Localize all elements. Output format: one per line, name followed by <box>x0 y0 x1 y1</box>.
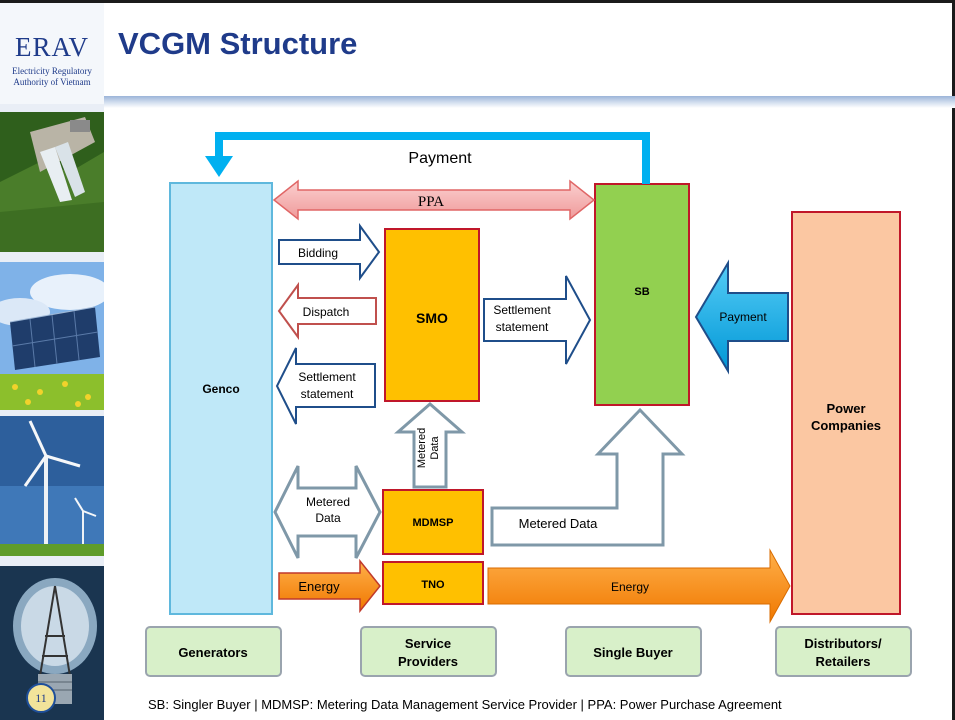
right-frame-border <box>952 0 955 720</box>
energy-left-label: Energy <box>298 579 340 594</box>
energy-left-arrow <box>278 558 381 614</box>
metered-up-label-line2: Data <box>429 436 441 460</box>
tno-label: TNO <box>421 579 445 591</box>
mdmsp-label: MDMSP <box>413 517 454 529</box>
payment-top-label: Payment <box>408 150 472 167</box>
sb-label: SB <box>634 286 649 298</box>
slide-number: 11 <box>26 683 56 713</box>
sidebar: ERAV Electricity Regulatory Authority of… <box>0 0 104 720</box>
page-title: VCGM Structure <box>118 26 358 61</box>
ppa-arrow <box>272 179 596 221</box>
solar-panel-photo <box>0 262 104 410</box>
dam-photo <box>0 112 104 252</box>
logo-name: ERAV <box>14 32 90 62</box>
power-companies-box <box>791 211 901 615</box>
logo-subtitle-line1: Electricity Regulatory <box>12 66 92 76</box>
ppa-label: PPA <box>418 194 444 210</box>
payment-top-arrowhead <box>205 156 233 177</box>
bidding-label: Bidding <box>298 246 338 260</box>
generators-label: Generators <box>178 645 247 660</box>
top-frame-border <box>0 0 955 3</box>
mdmsp-box <box>382 489 484 555</box>
sb-box <box>594 183 690 406</box>
energy-right-label: Energy <box>611 580 649 594</box>
smo-label: SMO <box>416 310 448 326</box>
logo-subtitle: Electricity Regulatory Authority of Viet… <box>0 66 104 88</box>
distributors-category <box>775 626 912 677</box>
settlement-to-sb-label-line1: Settlement <box>493 303 551 317</box>
erav-logo: ERAV Electricity Regulatory Authority of… <box>0 0 104 104</box>
metered-up-arrow <box>394 402 466 489</box>
service-providers-category <box>360 626 497 677</box>
title-underline <box>104 96 955 108</box>
payment-right-label: Payment <box>719 310 767 324</box>
distributors-label-line2: Retailers <box>816 654 871 669</box>
service-providers-label-line2: Providers <box>398 654 458 669</box>
metered-up-label-line1: Metered <box>416 428 428 468</box>
metered-left-label-line1: Metered <box>306 495 350 509</box>
single-buyer-label: Single Buyer <box>593 645 672 660</box>
metered-left-label-line2: Data <box>315 511 341 525</box>
genco-label: Genco <box>202 382 239 396</box>
genco-box <box>169 182 273 615</box>
tno-box <box>382 561 484 605</box>
light-bulb-photo <box>0 566 104 720</box>
settlement-to-genco-arrow <box>275 347 376 425</box>
power-companies-label-line2: Companies <box>811 418 881 433</box>
energy-right-arrow <box>487 548 791 624</box>
metered-left-arrow <box>273 465 382 559</box>
settlement-to-sb-arrow <box>483 275 592 365</box>
payment-top-arrow <box>215 132 650 184</box>
smo-box <box>384 228 480 402</box>
metered-to-sb-label: Metered Data <box>519 516 599 531</box>
settlement-to-genco-label-line2: statement <box>301 387 354 401</box>
dispatch-arrow <box>277 281 377 341</box>
bidding-arrow <box>278 222 381 282</box>
generators-category <box>145 626 282 677</box>
service-providers-label-line1: Service <box>405 636 451 651</box>
payment-right-arrow <box>694 259 789 375</box>
power-companies-label-line1: Power <box>826 401 865 416</box>
wind-turbine-photo <box>0 416 104 556</box>
settlement-to-sb-label-line2: statement <box>496 320 549 334</box>
logo-subtitle-line2: Authority of Vietnam <box>13 77 91 87</box>
footnote: SB: Singler Buyer | MDMSP: Metering Data… <box>148 697 782 712</box>
settlement-to-genco-label-line1: Settlement <box>298 370 356 384</box>
single-buyer-category <box>565 626 702 677</box>
dispatch-label: Dispatch <box>303 305 350 319</box>
distributors-label-line1: Distributors/ <box>804 636 882 651</box>
metered-to-sb-arrow <box>490 407 686 547</box>
